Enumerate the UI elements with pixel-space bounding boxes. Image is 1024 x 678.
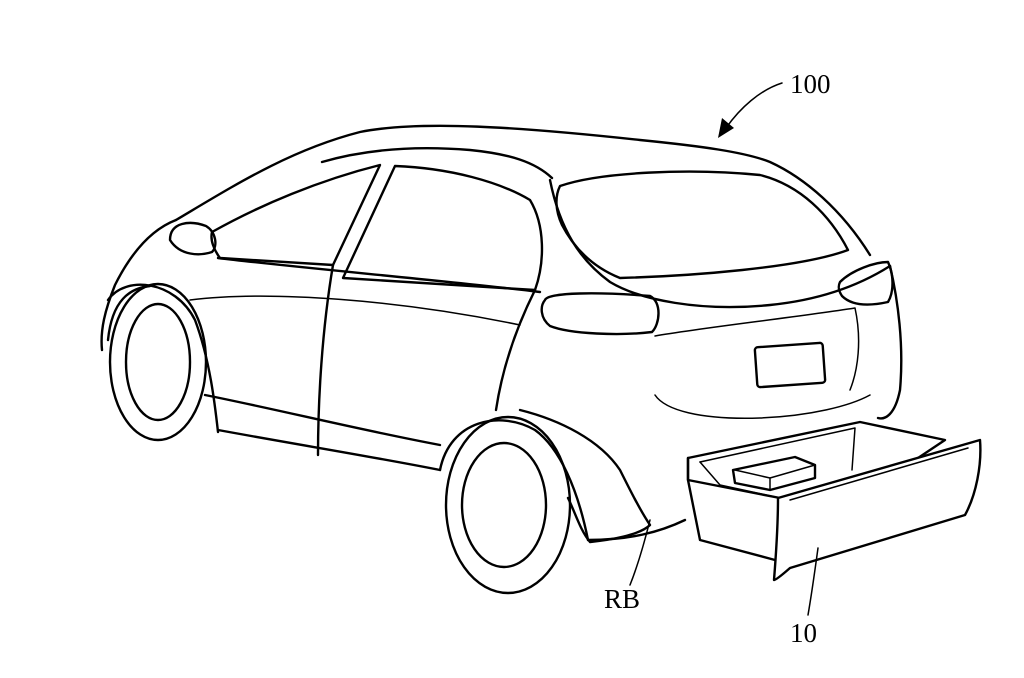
label-100: 100 [790,69,831,99]
front-wheel-arch [106,283,220,434]
bumper-line [654,394,871,420]
arrowhead-100 [718,118,734,138]
front-wheel-tire [108,282,208,442]
package-box [731,455,817,492]
vehicle-100 [100,124,903,595]
rear-pillar [548,178,892,309]
side-character-line [189,295,521,326]
roof-line [174,124,872,257]
rear-bumper-lower [586,518,687,542]
rear-windshield [555,170,850,280]
drawer-front-edge [789,447,969,501]
rear-wheel-rim [460,441,548,569]
tail-light-right [837,260,894,306]
rear-door-seam [494,288,537,412]
drawer-side [686,456,777,562]
label-10-group: 10 [790,547,819,648]
license-plate [753,341,827,389]
side-window-rear [341,164,544,292]
side-mirror [168,221,217,256]
drawer-10 [686,420,982,582]
rear-wheel-tire [444,415,572,595]
rear-body-right [876,264,903,420]
label-10: 10 [790,618,817,648]
leader-line-10 [807,547,819,616]
drawer-inner-wall [699,427,856,471]
door-seam [316,263,335,457]
label-rb: RB [604,584,640,614]
leader-line-rb [629,519,651,586]
drawer-front-panel [772,438,982,582]
body-outline [100,218,178,352]
tail-light-left [540,292,660,336]
rear-wheel-arch [438,419,590,542]
roof-inner-line [320,146,554,180]
lower-body-line [216,428,442,472]
drawer-inner-floor [699,461,781,499]
leader-arrow-100 [725,82,783,129]
label-100-group: 100 [718,69,831,138]
label-rb-group: RB [604,519,651,614]
belt-line [216,256,542,294]
rear-bumper-rb [518,408,652,544]
front-wheel-rim [124,302,192,422]
package-top-edge [734,464,816,491]
trunk-lid-line [654,307,860,391]
side-window-front [210,163,382,267]
side-sill-line [203,393,442,447]
